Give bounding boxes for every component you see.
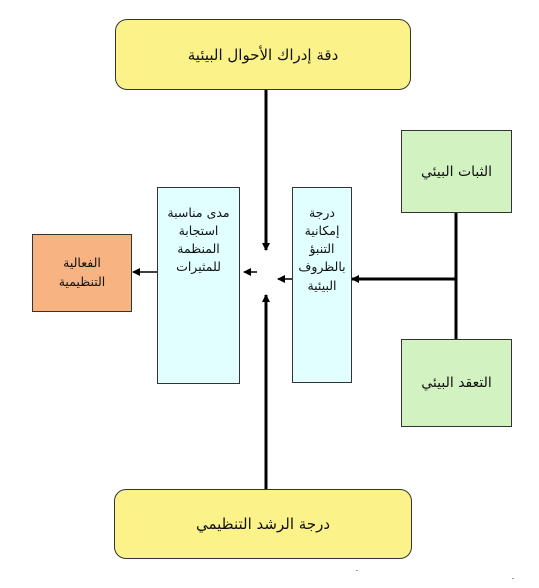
node-responsiveness-line-1: مدى مناسبة [167,205,230,220]
stray-mark [512,578,514,579]
node-environmental-stability-label: الثبات البيئي [421,163,492,180]
node-organizational-effectiveness-line-2: التنظيمية [58,274,106,289]
node-predictability-line-3: التنبؤ [309,241,335,257]
node-predictability-line-5: البيئية [307,277,337,293]
node-organizational-effectiveness-line-1: الفعالية [63,255,101,271]
node-organizational-maturity-label: درجة الرشد التنظيمي [195,515,331,533]
node-environmental-complexity: التعقد البيئي [401,339,512,427]
node-responsiveness-line-4: للمثيرات [176,259,221,275]
node-predictability-line-4: بالظروف [298,259,346,275]
node-predictability-line-1: درجة [308,205,336,220]
node-environmental-complexity-label: التعقد البيئي [421,375,492,391]
node-responsiveness-line-3: المنظمة [177,241,220,257]
node-predictability-line-2: إمكانية [304,223,340,239]
node-perception-accuracy: دقة إدراك الأحوال البيئية [115,19,411,90]
node-perception-accuracy-label: دقة إدراك الأحوال البيئية [187,45,339,64]
node-environmental-stability: الثبات البيئي [401,130,512,213]
node-organizational-maturity: درجة الرشد التنظيمي [114,489,412,559]
node-predictability: درجة إمكانية التنبؤ بالظروف البيئية [292,187,352,383]
node-responsiveness-line-2: استجابة [178,223,219,239]
node-responsiveness: مدى مناسبة استجابة المنظمة للمثيرات [157,187,240,384]
node-organizational-effectiveness: الفعالية التنظيمية [32,234,132,312]
stray-mark [356,570,358,571]
